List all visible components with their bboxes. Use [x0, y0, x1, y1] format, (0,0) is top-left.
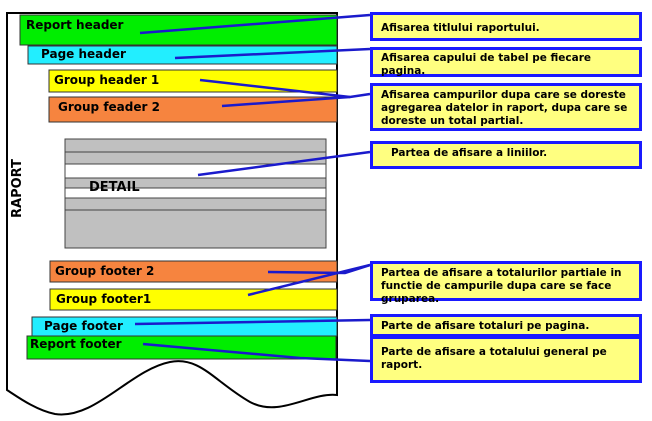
page-header-band — [27, 45, 338, 65]
group-footer-2-label: Group footer 2 — [55, 264, 154, 278]
group-header-2-label: Group feader 2 — [58, 100, 160, 114]
report-footer-label: Report footer — [30, 337, 122, 351]
group-footer-1-label: Group footer1 — [56, 292, 151, 306]
callout-page-header: Afisarea capului de tabel pe fiecare pag… — [370, 47, 642, 77]
raport-side-label: RAPORT — [10, 159, 25, 218]
group-header-1-label: Group header 1 — [54, 73, 159, 87]
connector-lines — [134, 13, 371, 363]
callout-page-footer: Parte de afisare totaluri pe pagina. — [370, 314, 642, 337]
callout-group-footer: Partea de afisare a totalurilor partiale… — [370, 261, 642, 305]
page-footer-label: Page footer — [44, 319, 123, 333]
report-header-label: Report header — [26, 18, 124, 32]
group-footer-1-band — [49, 288, 338, 311]
group-footer-2-band — [49, 260, 338, 283]
callout-report-header: Afisarea titlului raportului. — [370, 12, 642, 41]
callout-detail: Partea de afisare a liniilor. — [370, 141, 642, 169]
detail-band — [64, 138, 327, 249]
callout-report-footer: Parte de afisare a totalului general pe … — [370, 336, 642, 383]
callout-group-header: Afisarea campurilor dupa care se doreste… — [370, 83, 642, 131]
detail-label: DETAIL — [89, 180, 140, 195]
page-header-label: Page header — [41, 47, 126, 61]
